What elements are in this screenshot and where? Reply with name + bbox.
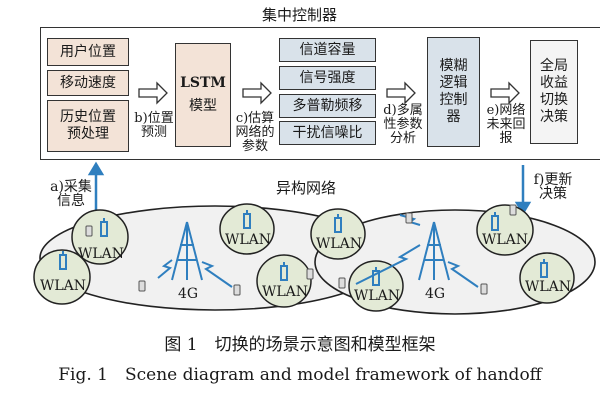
param-doppler: 多普勒频移 [279, 94, 376, 118]
step-b-label: b)位置 预测 [134, 111, 174, 140]
step-f-label: f)更新 决策 [533, 172, 573, 202]
wlan-label: WLAN [78, 246, 125, 262]
arrow-c [242, 81, 272, 105]
caption-english: Fig. 1 Scene diagram and model framework… [58, 365, 542, 385]
step-d-label: d)多属 性参数 分析 [383, 103, 423, 146]
lstm-label: LSTM [180, 75, 226, 91]
fuzzy-controller: 模糊 逻辑 控制 器 [427, 37, 480, 147]
wlan-label: WLAN [40, 278, 87, 294]
caption-chinese: 图 1 切换的场景示意图和模型框架 [164, 335, 436, 355]
step-a-label: a)采集 信息 [50, 179, 92, 209]
access-point-icons [59, 210, 548, 286]
network-title: 异构网络 [276, 179, 337, 197]
mobile-phone-icons [85, 204, 517, 296]
controller-title: 集中控制器 [262, 6, 338, 24]
wlan-cell [33, 249, 91, 305]
input-user-position: 用户位置 [47, 38, 129, 66]
input-history: 历史位置 预处理 [47, 100, 129, 152]
arrow-b [138, 81, 168, 105]
arrow-d [386, 81, 416, 105]
wlan-cell [310, 208, 366, 260]
wlan-label: WLAN [316, 236, 363, 252]
handoff-decision: 全局 收益 切换 决策 [530, 40, 578, 144]
cell-tower-icons [157, 214, 479, 288]
wlan-label: WLAN [354, 288, 401, 304]
step-e-label: e)网络 未来回 报 [486, 103, 526, 146]
input-speed: 移动速度 [47, 70, 129, 96]
arrow-a-head [87, 161, 105, 176]
param-signal-strength: 信号强度 [279, 66, 376, 90]
wlan-label: WLAN [525, 279, 572, 295]
wlan-label: WLAN [262, 284, 309, 300]
lstm-model: LSTM 模型 [175, 43, 231, 147]
arrow-e [490, 81, 520, 105]
param-channel-capacity: 信道容量 [279, 38, 376, 62]
wlan-label: WLAN [225, 232, 272, 248]
lstm-model-label: 模型 [189, 98, 217, 114]
cell-4g-label: 4G [178, 286, 199, 302]
cell-4g-label: 4G [425, 286, 446, 302]
controller-frame [40, 27, 600, 160]
param-sinr: 干扰信噪比 [279, 121, 376, 145]
wlan-label: WLAN [482, 232, 529, 248]
step-c-label: c)估算 网络的 参数 [235, 111, 275, 154]
